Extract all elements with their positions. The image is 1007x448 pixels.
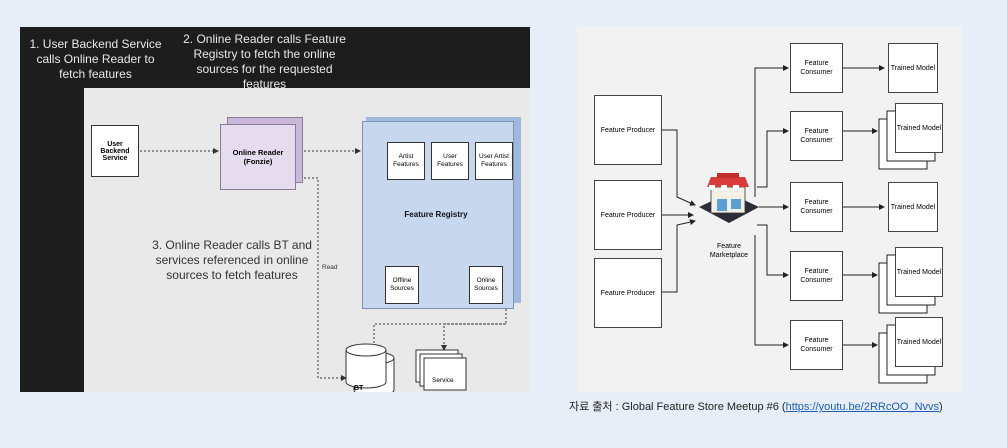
- source-prefix: 자료 출처 : Global Feature Store Meetup #6 (: [569, 401, 786, 413]
- slide-diagram: User Backend Service Online Reader (Fonz…: [84, 88, 530, 392]
- caption-step-3: 3. Online Reader calls BT and services r…: [152, 238, 312, 282]
- bt-cylinder: [345, 343, 395, 392]
- feature-consumer-4: Feature Consumer: [790, 251, 843, 301]
- feature-consumer-5: Feature Consumer: [790, 320, 843, 370]
- trained-model-5: Trained Model: [895, 317, 943, 367]
- bt-label: BT: [354, 385, 364, 392]
- registry-label: Feature Registry: [404, 210, 468, 219]
- read-label: Read: [322, 264, 338, 271]
- artist-features-box: Artist Features: [387, 142, 425, 180]
- arrow-sources-to-bt: [371, 293, 507, 351]
- source-suffix: ): [939, 401, 943, 413]
- feature-consumer-1: Feature Consumer: [790, 43, 843, 93]
- user-backend-service-box: User Backend Service: [91, 125, 139, 177]
- user-features-box: User Features: [431, 142, 469, 180]
- feature-marketplace-diagram: Feature Producer Feature Producer Featur…: [577, 27, 962, 392]
- trained-model-1: Trained Model: [888, 43, 938, 93]
- left-slide: 1. User Backend Service calls Online Rea…: [20, 27, 530, 392]
- caption-step-1: 1. User Backend Service calls Online Rea…: [29, 37, 162, 81]
- feature-consumer-3: Feature Consumer: [790, 182, 843, 232]
- feature-registry-panel: Artist Features User Features User Artis…: [362, 121, 514, 309]
- feature-producer-3: Feature Producer: [594, 258, 662, 328]
- source-caption: 자료 출처 : Global Feature Store Meetup #6 (…: [569, 398, 943, 414]
- service-label: Service: [432, 377, 454, 384]
- offline-sources-box: Offline Sources: [385, 266, 419, 304]
- source-link[interactable]: https://youtu.be/2RRcOO_Nvvs: [785, 401, 940, 413]
- trained-model-2: Trained Model: [895, 103, 943, 153]
- store-icon: [699, 173, 759, 223]
- trained-model-3: Trained Model: [888, 182, 938, 232]
- marketplace-label: Feature Marketplace: [709, 243, 749, 259]
- feature-consumer-2: Feature Consumer: [790, 111, 843, 161]
- feature-producer-1: Feature Producer: [594, 95, 662, 165]
- left-connectors: [140, 148, 507, 392]
- arrow-sources-to-service: [441, 323, 506, 351]
- caption-step-2: 2. Online Reader calls Feature Registry …: [183, 32, 346, 91]
- online-sources-box: Online Sources: [469, 266, 503, 304]
- online-reader-box: Online Reader (Fonzie): [220, 124, 296, 190]
- arrow-reader-to-bt: [296, 177, 347, 381]
- trained-model-4: Trained Model: [895, 247, 943, 297]
- feature-producer-2: Feature Producer: [594, 180, 662, 250]
- user-artist-features-box: User Artist Features: [475, 142, 513, 180]
